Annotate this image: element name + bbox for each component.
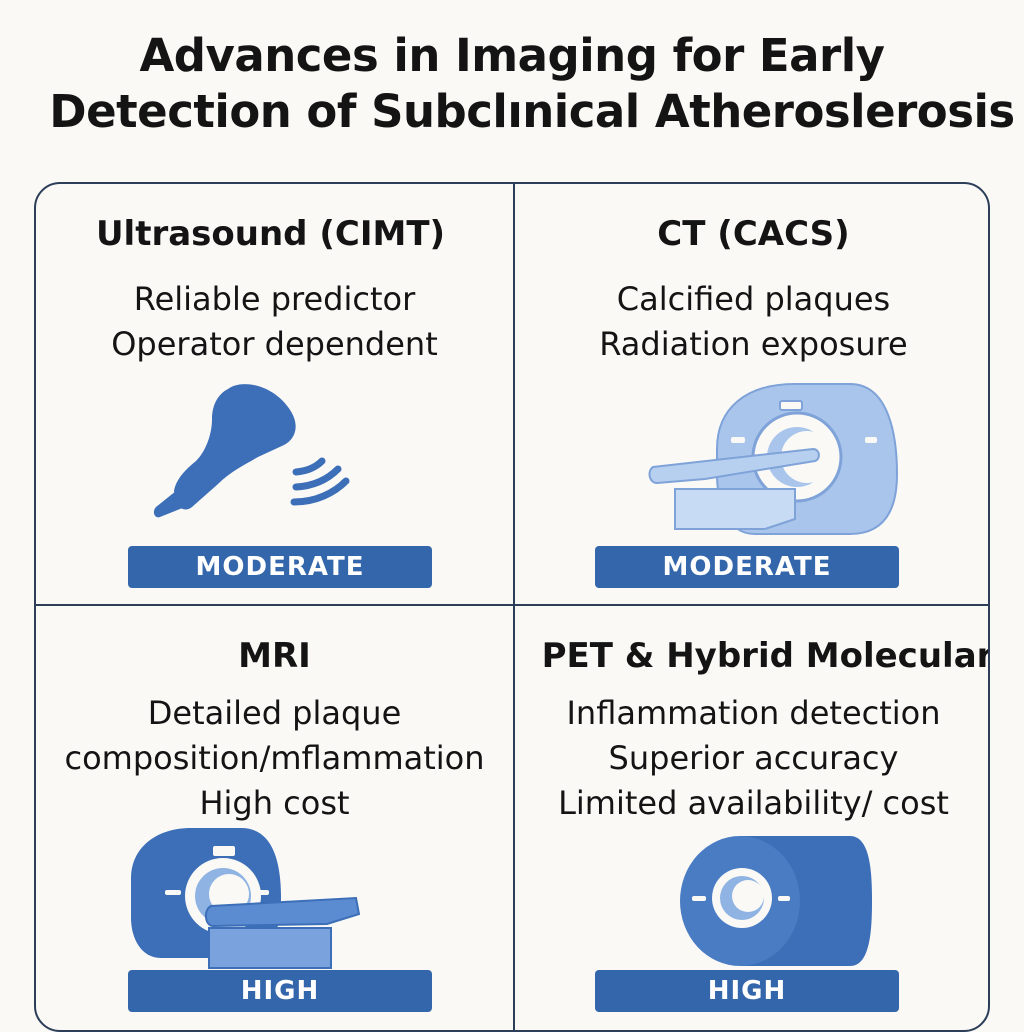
- ct-scanner-icon: [648, 383, 899, 535]
- ct-line-1: Calcified plaques: [616, 280, 891, 318]
- page-title: Advances in Imaging for Early Detection …: [0, 28, 1024, 140]
- grid-divider-vertical: [513, 184, 515, 1030]
- ultrasound-probe-icon: [153, 384, 350, 518]
- pet-line-2: Superior accuracy: [608, 739, 899, 777]
- modality-grid: Ultrasound (CIMT) Reliable predictor Ope…: [34, 182, 990, 1032]
- pet-line-1: Inflammation detection: [566, 694, 941, 732]
- ct-rating-badge: MODERATE: [595, 546, 899, 588]
- ultrasound-line-1: Reliable predictor: [133, 280, 416, 318]
- pet-description: Inflammation detection Superior accuracy…: [515, 691, 988, 826]
- mri-title: MRI: [238, 636, 311, 676]
- pet-scanner-icon: [680, 836, 872, 966]
- ct-line-2: Radiation exposure: [599, 325, 908, 363]
- ct-title: CT (CACS): [657, 214, 850, 254]
- pet-title: PET & Hybrid Molecular: [541, 636, 990, 676]
- pet-line-3: Limited availability/ cost: [558, 784, 949, 822]
- mri-description: Detailed plaque composition/mflammation …: [36, 691, 513, 826]
- ct-description: Calcified plaques Radiation exposure: [515, 277, 988, 367]
- mri-line-1: Detailed plaque: [147, 694, 402, 732]
- ultrasound-rating-badge: MODERATE: [128, 546, 432, 588]
- grid-divider-horizontal: [36, 604, 988, 606]
- mri-cell: MRI Detailed plaque composition/mflammat…: [36, 606, 513, 1026]
- ultrasound-title: Ultrasound (CIMT): [95, 214, 446, 254]
- mri-line-3: High cost: [199, 784, 350, 822]
- mri-rating-badge: HIGH: [128, 970, 432, 1012]
- ultrasound-description: Reliable predictor Operator dependent: [36, 277, 513, 367]
- mri-line-2: composition/mflammation: [64, 739, 485, 777]
- mri-scanner-icon: [131, 828, 361, 969]
- ct-cell: CT (CACS) Calcified plaques Radiation ex…: [515, 184, 988, 604]
- title-line-2: Detection of Subclınical Atheroslerosis: [49, 85, 1015, 138]
- pet-rating-badge: HIGH: [595, 970, 899, 1012]
- ultrasound-cell: Ultrasound (CIMT) Reliable predictor Ope…: [36, 184, 513, 604]
- ultrasound-line-2: Operator dependent: [111, 325, 438, 363]
- pet-cell: PET & Hybrid Molecular Inflammation dete…: [515, 606, 990, 1026]
- title-line-1: Advances in Imaging for Early: [139, 29, 885, 82]
